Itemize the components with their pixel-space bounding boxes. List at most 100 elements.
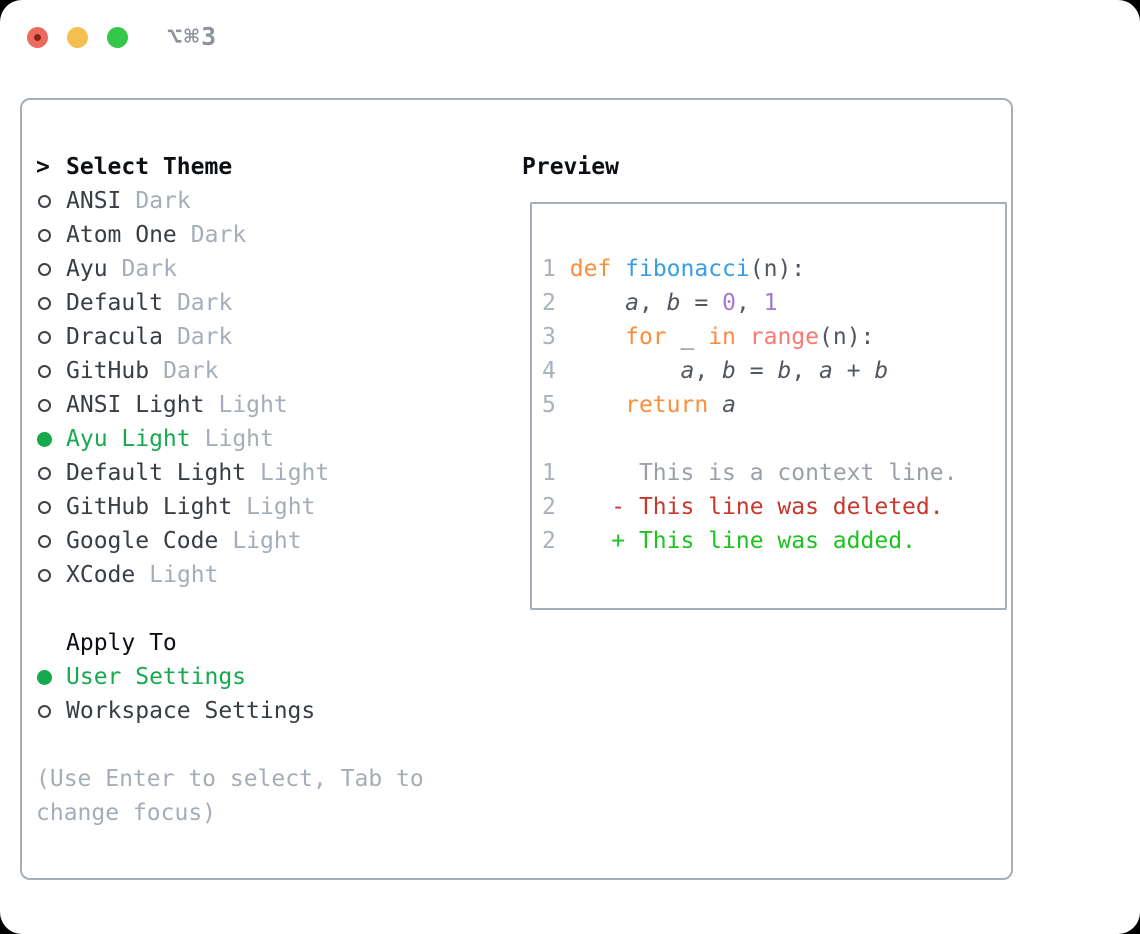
code-token: in [708, 324, 736, 350]
theme-variant: Light [204, 426, 274, 452]
theme-name: Default Light [66, 460, 247, 486]
radio-selected-icon [37, 669, 52, 685]
theme-option[interactable]: Dracula Dark [36, 320, 486, 354]
radio-marker [36, 364, 66, 378]
window-title-shortcut: ⌥⌘3 [167, 22, 219, 51]
preview-column: Preview 1 def fibonacci(n):2 a, b = 0, 1… [500, 150, 1007, 610]
code-token: (n): [819, 324, 875, 350]
theme-variant: Dark [121, 256, 177, 282]
minimize-button[interactable] [67, 27, 88, 48]
code-token: (n): [749, 256, 806, 282]
theme-variant: Light [149, 562, 219, 588]
apply-to-label: Apply To [66, 630, 177, 656]
radio-marker [36, 500, 66, 514]
code-token: 1 [763, 290, 778, 316]
theme-variant: Light [232, 528, 302, 554]
line-number: 2 [542, 494, 556, 520]
theme-name: Dracula [66, 324, 163, 350]
code-line: 2 a, b = 0, 1 [542, 286, 1005, 320]
code-token: + This line was added. [611, 528, 916, 554]
code-token [556, 528, 611, 554]
code-token: return [625, 392, 709, 418]
code-token: for [625, 324, 667, 350]
theme-name: XCode [66, 562, 136, 588]
radio-icon [38, 398, 51, 412]
code-token: b [874, 358, 889, 384]
close-button[interactable] [27, 27, 48, 48]
line-number: 2 [542, 528, 556, 554]
code-token [611, 256, 625, 282]
radio-marker [36, 466, 66, 480]
radio-icon [38, 194, 51, 208]
radio-marker [36, 704, 66, 718]
code-token: a [722, 392, 736, 418]
theme-variant: Dark [176, 324, 233, 350]
unsaved-dot-icon [34, 34, 41, 41]
theme-option[interactable]: Google Code Light [36, 524, 486, 558]
theme-name: ANSI Light [66, 392, 205, 418]
theme-option[interactable]: GitHub Dark [36, 354, 486, 388]
theme-name: ANSI [66, 188, 122, 214]
apply-to-option-label: Workspace Settings [66, 698, 316, 724]
radio-marker [36, 262, 66, 276]
code-line: 2 - This line was deleted. [542, 490, 1005, 524]
code-token: b [666, 290, 681, 316]
code-token: b [777, 358, 792, 384]
code-token [556, 290, 625, 316]
theme-option[interactable]: XCode Light [36, 558, 486, 592]
radio-icon [38, 228, 51, 242]
code-token: - This line was deleted. [611, 494, 944, 520]
code-token [556, 324, 625, 350]
theme-option[interactable]: Ayu Light Light [36, 422, 486, 456]
line-number: 2 [542, 290, 556, 316]
line-number: 5 [542, 392, 556, 418]
radio-marker [36, 568, 66, 582]
code-line: 3 for _ in range(n): [542, 320, 1005, 354]
code-token: def [569, 256, 612, 282]
zoom-button[interactable] [107, 27, 128, 48]
code-token [556, 256, 570, 282]
radio-icon [38, 568, 51, 582]
code-token: a [680, 358, 695, 384]
line-number: 1 [542, 460, 556, 486]
theme-name: GitHub Light [66, 494, 233, 520]
theme-name: Google Code [66, 528, 219, 554]
code-token: a [819, 358, 833, 384]
select-theme-header: > Select Theme [36, 150, 486, 184]
radio-icon [38, 534, 51, 548]
theme-option[interactable]: Default Light Light [36, 456, 486, 490]
code-token: a [625, 290, 639, 316]
radio-marker [36, 398, 66, 412]
code-line: 1 This is a context line. [542, 456, 1005, 490]
code-line: 2 + This line was added. [542, 524, 1005, 558]
radio-marker [36, 431, 66, 447]
theme-name: Ayu Light [66, 426, 191, 452]
theme-name: GitHub [66, 358, 150, 384]
code-token: , [735, 290, 764, 316]
radio-marker [36, 296, 66, 310]
code-line: 1 def fibonacci(n): [542, 252, 1005, 286]
code-token: = [735, 358, 778, 384]
theme-variant: Dark [163, 358, 219, 384]
theme-variant: Dark [176, 290, 233, 316]
code-line [542, 422, 1005, 456]
radio-selected-icon [37, 431, 52, 447]
code-token: This is a context line. [638, 460, 958, 486]
theme-variant: Light [260, 460, 330, 486]
line-number: 1 [542, 256, 556, 282]
apply-to-option[interactable]: User Settings [36, 660, 486, 694]
apply-to-option[interactable]: Workspace Settings [36, 694, 486, 728]
code-token [556, 358, 681, 384]
